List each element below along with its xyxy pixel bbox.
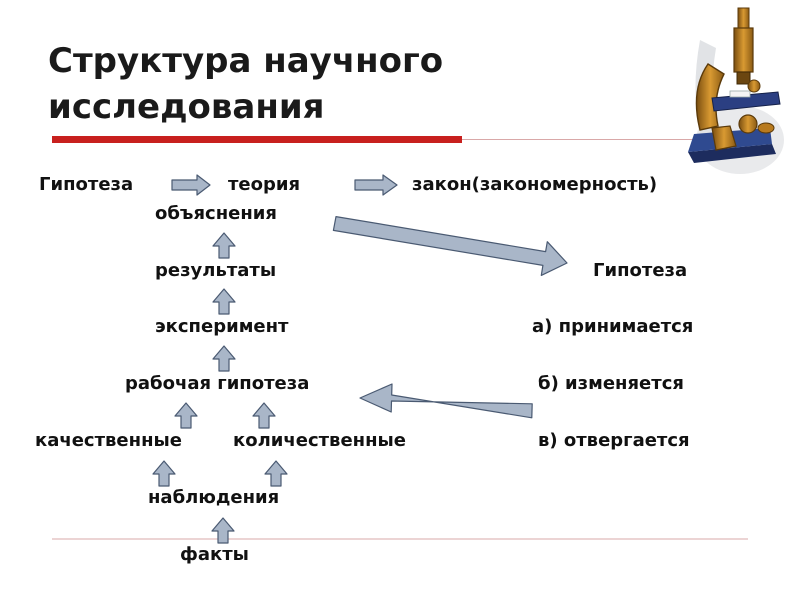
- arrow-rejected-back-to-working-hypothesis: [359, 383, 533, 419]
- arrow-observations-to-quantitative: [264, 460, 288, 487]
- chain-theory: теория: [228, 174, 301, 195]
- label-quantitative: количественные: [233, 430, 407, 451]
- label-working-hypothesis: рабочая гипотеза: [125, 373, 310, 394]
- title-line-1: Структура научного: [48, 41, 444, 81]
- label-explanations: объяснения: [155, 203, 277, 224]
- title-line-2: исследования: [48, 87, 325, 127]
- label-hypothesis-right: Гипотеза: [593, 260, 688, 281]
- chain-hypothesis: Гипотеза: [39, 174, 134, 195]
- label-accepted: а) принимается: [532, 316, 694, 337]
- arrow-observations-to-qualitative: [152, 460, 176, 487]
- label-qualitative: качественные: [35, 430, 182, 451]
- arrow-experiment-to-results: [212, 288, 236, 315]
- arrow-qualitative-to-working-hypothesis: [174, 402, 198, 429]
- label-results: результаты: [155, 260, 277, 281]
- title-underline: [52, 136, 462, 143]
- arrow-hypothesis-to-theory: [171, 174, 211, 196]
- arrow-quantitative-to-working-hypothesis: [252, 402, 276, 429]
- arrow-theory-to-law: [354, 174, 398, 196]
- label-rejected: в) отвергается: [538, 430, 690, 451]
- label-facts: факты: [180, 544, 249, 565]
- microscope-icon: [688, 7, 784, 174]
- arrow-explanations-to-hypothesis: [332, 216, 568, 276]
- label-experiment: эксперимент: [155, 316, 289, 337]
- chain-law: закон(закономерность): [412, 174, 658, 195]
- arrow-facts-to-observations: [211, 517, 235, 544]
- arrow-working-hypothesis-to-experiment: [212, 345, 236, 372]
- label-changed: б) изменяется: [538, 373, 684, 394]
- arrow-results-to-explanations: [212, 232, 236, 259]
- label-observations: наблюдения: [148, 487, 280, 508]
- page-title: Структура научного исследования: [48, 38, 443, 130]
